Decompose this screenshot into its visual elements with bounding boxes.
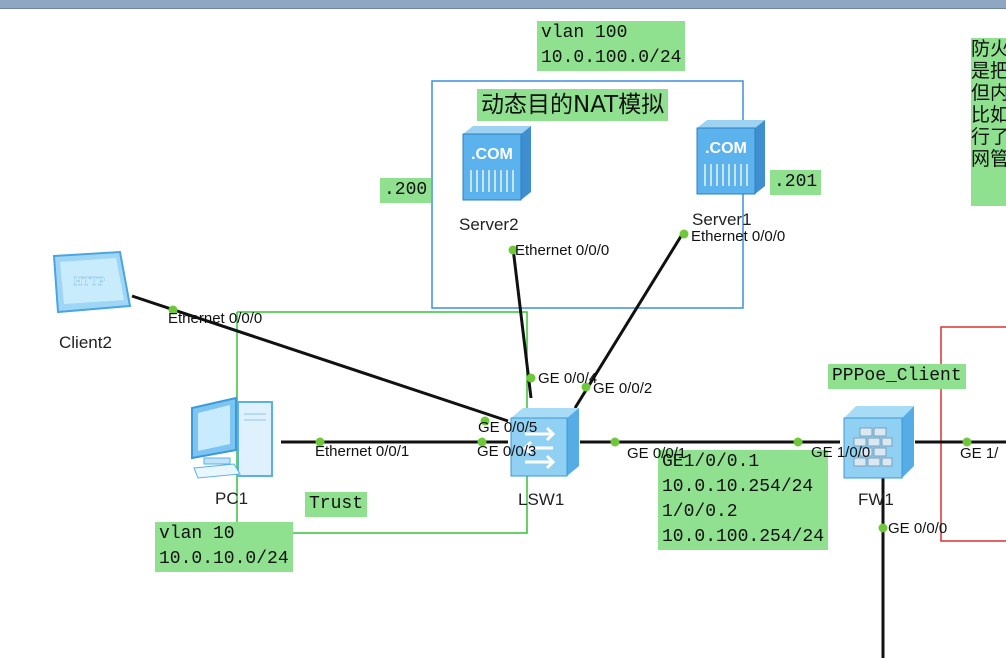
port-dot bbox=[526, 373, 536, 383]
port-label-server2-eth: Ethernet 0/0/0 bbox=[515, 242, 610, 259]
port-dot bbox=[168, 305, 178, 315]
svg-text:HTTP: HTTP bbox=[73, 275, 105, 288]
vlan10-note: vlan 10 10.0.10.0/24 bbox=[155, 522, 293, 572]
port-dot bbox=[315, 437, 325, 447]
server1-label: Server1 bbox=[692, 210, 752, 229]
port-label-lsw-ge004: GE 0/0/4 bbox=[538, 370, 598, 387]
client2-device[interactable]: HTTP bbox=[46, 250, 132, 321]
port-dot bbox=[480, 416, 490, 426]
diagram-title-note: 动态目的NAT模拟 bbox=[477, 89, 669, 121]
port-label-fw-ge000: GE 0/0/0 bbox=[888, 520, 948, 537]
lsw1-label: LSW1 bbox=[518, 490, 565, 509]
port-label-pc1-eth: Ethernet 0/0/1 bbox=[315, 443, 410, 460]
side-description-note: 防火 是把 但内 比如 行了 网管 bbox=[971, 38, 1006, 206]
firewall-icon bbox=[843, 406, 914, 479]
lsw1-device[interactable] bbox=[505, 404, 585, 483]
port-label-server1-eth: Ethernet 0/0/0 bbox=[691, 228, 786, 245]
port-label-fw-ge101: GE 1/ bbox=[960, 445, 999, 462]
port-label-lsw-ge002: GE 0/0/2 bbox=[593, 380, 653, 397]
vlan100-note: vlan 100 10.0.100.0/24 bbox=[537, 21, 686, 71]
svg-text:.COM: .COM bbox=[705, 140, 747, 157]
red-area-frame[interactable] bbox=[940, 326, 1006, 542]
port-dot bbox=[679, 229, 689, 239]
pppoe-client-note: PPPoe_Client bbox=[828, 364, 966, 389]
port-dot bbox=[610, 437, 620, 447]
fw1-label: FW1 bbox=[858, 490, 894, 509]
port-dot bbox=[477, 437, 487, 447]
server-com-icon: .COM bbox=[696, 120, 765, 195]
svg-text:.COM: .COM bbox=[471, 146, 513, 163]
fw1-device[interactable] bbox=[838, 402, 920, 485]
port-dot bbox=[581, 382, 591, 392]
server2-label: Server2 bbox=[459, 215, 519, 234]
server-com-icon: .COM bbox=[462, 126, 531, 201]
port-label-fw-ge100: GE 1/0/0 bbox=[811, 444, 871, 461]
server1-device[interactable]: .COM bbox=[693, 118, 767, 201]
link-server2-lsw1[interactable] bbox=[511, 247, 533, 399]
fw-config-note: GE1/0/0.1 10.0.10.254/24 1/0/0.2 10.0.10… bbox=[658, 450, 829, 550]
link-server1-lsw1[interactable] bbox=[573, 232, 685, 409]
port-dot bbox=[793, 437, 803, 447]
client2-label: Client2 bbox=[59, 333, 112, 352]
server2-device[interactable]: .COM bbox=[459, 124, 533, 207]
server1-ip-note: .201 bbox=[770, 170, 822, 195]
port-label-lsw-ge003: GE 0/0/3 bbox=[477, 443, 537, 460]
trust-zone-note: Trust bbox=[305, 492, 368, 517]
pc1-device[interactable] bbox=[186, 394, 284, 487]
port-label-lsw-ge005: GE 0/0/5 bbox=[478, 419, 538, 436]
switch-icon bbox=[510, 408, 579, 477]
port-label-lsw-ge001: GE 0/0/1 bbox=[627, 445, 687, 462]
link-client2-lsw1[interactable] bbox=[131, 294, 509, 423]
port-dot bbox=[508, 245, 518, 255]
http-client-icon: HTTP bbox=[52, 250, 132, 314]
port-dot bbox=[962, 437, 972, 447]
pc1-label: PC1 bbox=[215, 489, 249, 508]
port-dot bbox=[878, 523, 888, 533]
window-top-bar bbox=[0, 0, 1006, 9]
port-label-client2-eth: Ethernet 0/0/0 bbox=[168, 310, 263, 327]
pc-icon bbox=[191, 396, 273, 479]
server2-ip-note: .200 bbox=[380, 178, 432, 203]
